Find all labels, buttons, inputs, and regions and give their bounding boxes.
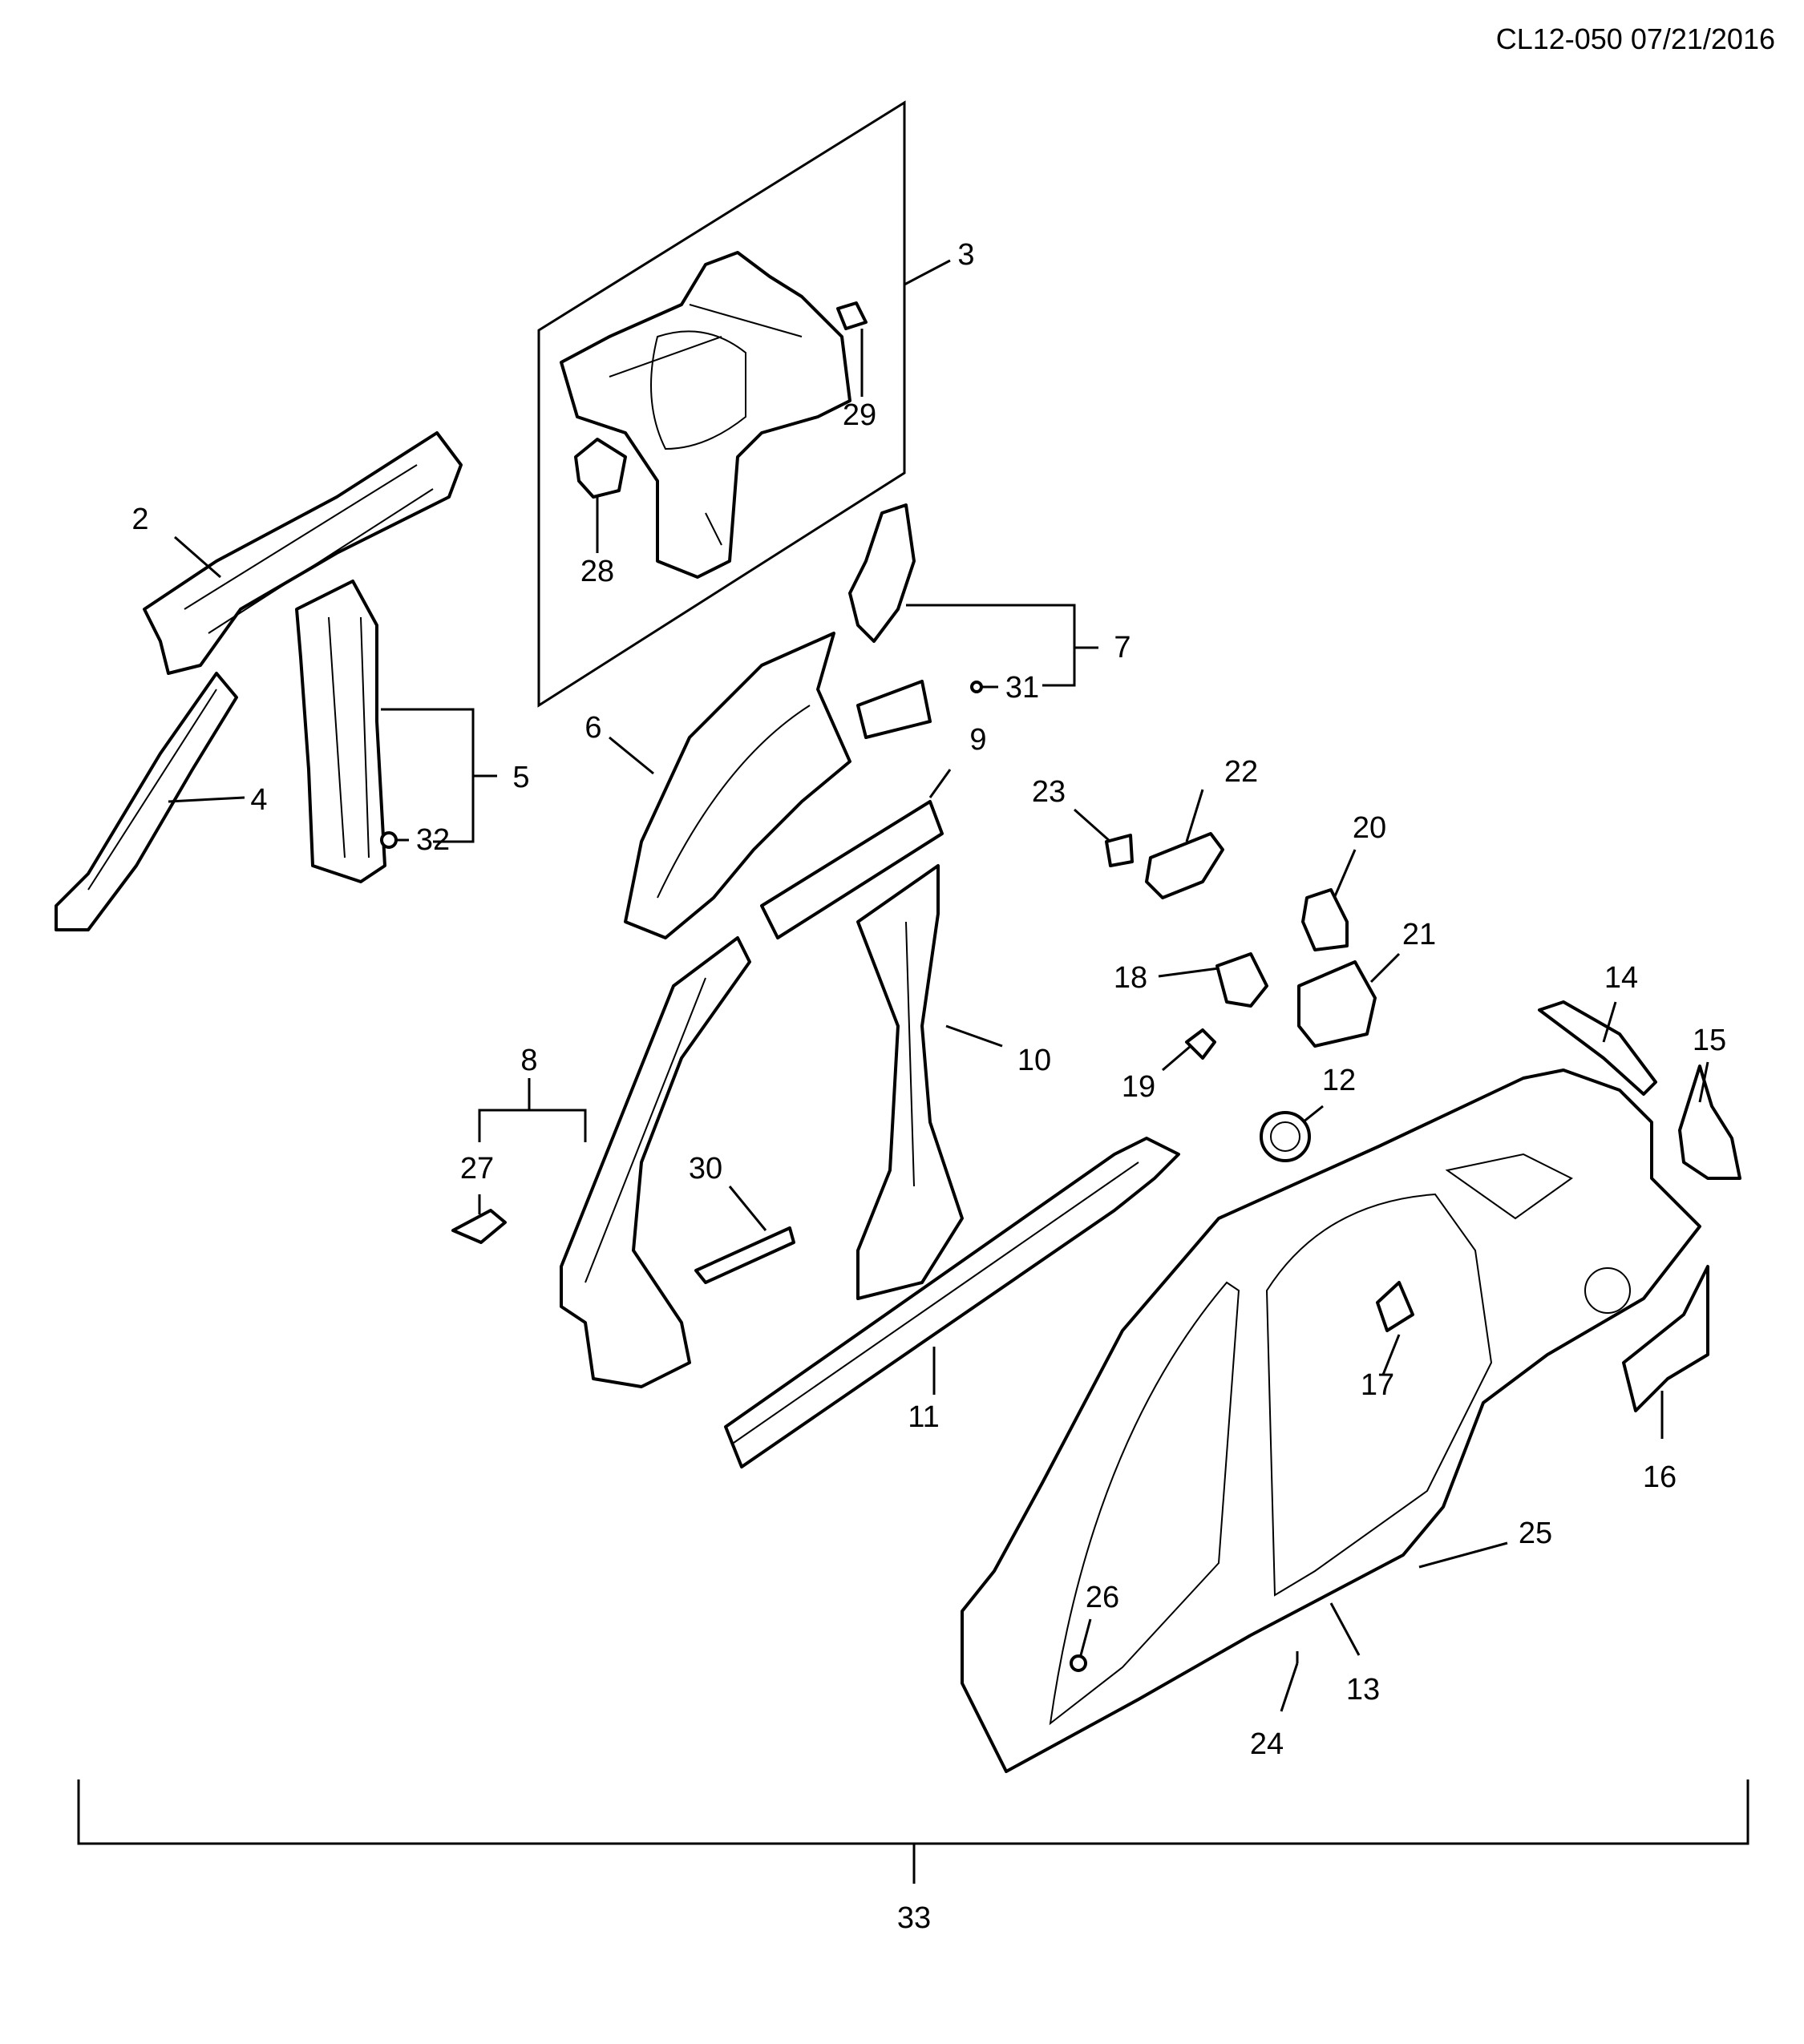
- callout-12-leader: [1302, 1105, 1324, 1124]
- callout-18-leader: [1158, 967, 1220, 978]
- part-12-fuel-housing: [1260, 1111, 1311, 1162]
- part-20-bracket: [1301, 888, 1349, 951]
- callout-5-bracket: [381, 708, 475, 843]
- part-16-extension: [1622, 1265, 1709, 1412]
- part-11-rocker-panel: [724, 1137, 1180, 1468]
- callout-9-leader: [928, 769, 952, 798]
- callout-4: 4: [250, 783, 267, 817]
- part-3-inner-quarter-panel: [560, 251, 851, 579]
- callout-5: 5: [512, 761, 529, 794]
- callout-7: 7: [1114, 631, 1131, 665]
- callout-28: 28: [580, 555, 614, 588]
- callout-19-leader: [1162, 1044, 1191, 1072]
- part-26-plug: [1070, 1654, 1087, 1672]
- callout-13: 13: [1346, 1673, 1380, 1707]
- part-27-patch: [451, 1209, 507, 1244]
- callout-6: 6: [584, 711, 601, 745]
- part-4-a-pillar: [55, 672, 238, 931]
- part-6-wheelhouse: [624, 632, 851, 939]
- callout-3: 3: [957, 238, 974, 272]
- part-12-inner-ring: [1270, 1121, 1300, 1152]
- callout-26-leader: [1079, 1618, 1092, 1656]
- part-14-gutter: [1538, 1000, 1657, 1096]
- callout-8-bracket: [478, 1109, 587, 1142]
- callout-19: 19: [1122, 1070, 1155, 1104]
- callout-6-leader: [609, 736, 654, 775]
- callout-20: 20: [1353, 811, 1386, 845]
- callout-13-leader: [1329, 1602, 1361, 1656]
- callout-15: 15: [1693, 1024, 1726, 1057]
- callout-30-leader: [728, 1186, 767, 1231]
- callout-22-leader: [1185, 789, 1204, 842]
- callout-24: 24: [1250, 1727, 1284, 1761]
- callout-7-bracket: [906, 604, 1076, 687]
- callout-21: 21: [1402, 918, 1436, 951]
- callout-2: 2: [131, 503, 148, 536]
- diagram-id: CL12-050 07/21/2016: [1495, 22, 1775, 55]
- part-18-bracket: [1215, 952, 1268, 1008]
- callout-17-leader: [1381, 1334, 1401, 1375]
- callout-22: 22: [1224, 755, 1258, 789]
- callout-17: 17: [1361, 1368, 1394, 1402]
- part-21-panel: [1297, 960, 1377, 1048]
- callout-27: 27: [460, 1152, 494, 1186]
- callout-33: 33: [897, 1901, 931, 1935]
- part-17-patch: [1376, 1281, 1414, 1332]
- callout-2-leader: [174, 535, 221, 579]
- callout-8: 8: [520, 1044, 537, 1077]
- callout-12: 12: [1322, 1064, 1356, 1097]
- callout-11: 11: [908, 1400, 939, 1434]
- part-15-bracket: [1678, 1064, 1741, 1180]
- callout-16: 16: [1643, 1460, 1677, 1494]
- part-13-body-side-outer: [961, 1068, 1701, 1773]
- callout-18: 18: [1114, 961, 1147, 995]
- part-19-grommet: [1185, 1028, 1216, 1060]
- callout-21-leader: [1369, 952, 1401, 984]
- part-29-bracket: [836, 301, 868, 330]
- callout-23: 23: [1032, 775, 1066, 809]
- part-3-group-frame: [537, 100, 906, 708]
- callout-31: 31: [1005, 671, 1039, 705]
- callout-26: 26: [1086, 1581, 1119, 1614]
- callout-3-leader: [904, 259, 951, 286]
- callout-29: 29: [843, 398, 876, 432]
- callout-4-leader: [168, 796, 245, 803]
- callout-24-leader: [1280, 1662, 1299, 1712]
- callout-15-leader: [1698, 1061, 1709, 1103]
- part-22-pocket: [1145, 832, 1224, 899]
- part-32-fastener: [380, 831, 398, 849]
- part-23-clip: [1105, 834, 1134, 867]
- part-10-b-pillar-reinforcement: [856, 864, 964, 1300]
- part-7-tail-lamp-pocket: [848, 503, 932, 739]
- callout-25-leader: [1418, 1541, 1508, 1569]
- part-28-bracket: [574, 438, 627, 499]
- callout-14: 14: [1604, 961, 1638, 995]
- part-9-rail-reinforcement: [760, 800, 944, 939]
- part-31-nut: [970, 681, 983, 693]
- callout-23-leader: [1074, 808, 1111, 843]
- callout-32: 32: [416, 823, 450, 857]
- callout-20-leader: [1333, 849, 1357, 897]
- callout-30: 30: [689, 1152, 722, 1186]
- callout-14-leader: [1602, 1001, 1617, 1043]
- callout-25: 25: [1519, 1517, 1552, 1550]
- callout-10: 10: [1017, 1044, 1051, 1077]
- part-5-b-pillar-inner: [295, 580, 386, 883]
- part-2-roof-rail: [143, 431, 463, 675]
- callout-33-bracket: [77, 1779, 1749, 1845]
- callout-10-leader: [945, 1024, 1003, 1048]
- callout-9: 9: [969, 723, 986, 757]
- part-30-plate: [694, 1226, 795, 1284]
- part-8-a-pillar-lower: [560, 936, 751, 1388]
